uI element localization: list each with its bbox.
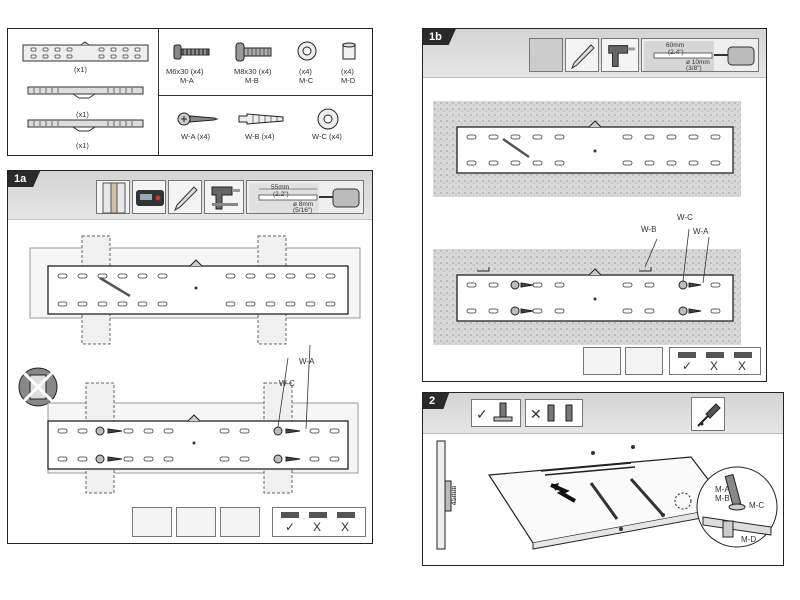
arm-left-qty: (x1) <box>76 110 89 119</box>
check-no-1b: X <box>710 359 719 373</box>
hw-m6-size: M6x30 (x4) <box>166 67 204 76</box>
hw-washer-code: M-C <box>299 76 314 85</box>
step-1a-sub3 <box>220 507 260 537</box>
step-1b-tag: 1b <box>423 29 456 45</box>
drill-depth-diagram: 60mm (2.4") ø 10mm (3/8") <box>641 38 759 72</box>
callout-md-2: M-D <box>741 535 757 544</box>
callout-wc-1b: W-C <box>677 213 693 222</box>
step-1b-sub1 <box>583 347 621 375</box>
no-drywall-warning-icon <box>18 367 58 407</box>
drill-bit-1a: ø 8mm <box>293 201 314 208</box>
drill-thumb <box>204 180 244 214</box>
mini-plate <box>281 512 299 518</box>
screw-m8-icon <box>235 42 272 62</box>
concrete-wall-thumb <box>529 38 563 72</box>
callout-wa-1b: W-A <box>693 227 709 236</box>
check-no-icon: ✕ <box>530 406 542 422</box>
callout-wb-1b: W-B <box>641 225 657 234</box>
lag-screw-icon <box>177 112 219 126</box>
check-no-1b: X <box>738 359 747 373</box>
correct-bolt-thumb: ✓ <box>471 399 521 427</box>
incorrect-bolt-thumb: ✕ <box>525 399 583 427</box>
check-ok-1b: ✓ <box>682 359 693 373</box>
wall-anchor-icon <box>238 113 284 125</box>
hw-washer-size: (x4) <box>299 67 312 76</box>
parts-divider-horizontal <box>158 95 372 96</box>
step-1a-plate-check: ✓ X X <box>272 507 366 537</box>
check-ok-icon: ✓ <box>476 406 488 422</box>
large-washer-icon <box>317 108 339 130</box>
callout-mc-2: M-C <box>749 501 765 510</box>
drill-thumb <box>601 38 639 72</box>
hardware-zoom-circle <box>696 466 778 548</box>
mini-plate <box>706 352 724 358</box>
wall-plate-icon <box>22 41 149 62</box>
tv-side-view-diagram <box>436 440 456 550</box>
drill-depth-1b: 60mm <box>666 42 685 49</box>
drill-depth-diagram: 55mm (2.2") ø 8mm (5/16") <box>246 180 364 214</box>
hw-wb-label: W-B (x4) <box>245 132 275 141</box>
hw-spacer-size: (x4) <box>341 67 354 76</box>
callout-mb-2: M-B <box>715 494 730 503</box>
stud-finder-thumb <box>132 180 166 214</box>
step-1a-sub1 <box>132 507 172 537</box>
mini-plate <box>734 352 752 358</box>
callout-ma-2: M-A <box>715 485 730 494</box>
drill-bit-1b: ø 10mm <box>686 59 710 66</box>
concrete-wall-plate-diagram <box>433 101 741 197</box>
drill-bit-inch-1b: (3/8") <box>686 65 702 72</box>
side-depth-label: 45mm <box>451 485 459 506</box>
screwdriver-thumb <box>691 397 725 431</box>
hw-m6-code: M-A <box>180 76 194 85</box>
step-1a-sub2 <box>176 507 216 537</box>
mini-plate <box>678 352 696 358</box>
check-no-1a: X <box>341 520 350 534</box>
check-ok-1a: ✓ <box>285 520 296 534</box>
screw-m6-icon <box>173 44 210 60</box>
pencil-thumb <box>168 180 202 214</box>
parts-panel: (x1) (x1) (x1) M6x30 (x4) M-A M8x30 (x4)… <box>7 28 373 156</box>
stud-wall-plate-diagram <box>29 235 361 345</box>
tv-back-bracket-diagram <box>487 445 731 550</box>
pencil-thumb <box>565 38 599 72</box>
spacer-icon <box>342 42 356 60</box>
callout-wa-1a: W-A <box>299 357 315 366</box>
step-2-panel: 2 ✓ ✕ 45mm M-A M-B M-C M-D <box>422 392 784 566</box>
drill-depth-inch-1b: (2.4") <box>668 49 684 56</box>
vertical-arm-icon <box>27 119 144 132</box>
step-1a-tag: 1a <box>8 171 41 187</box>
callout-wc-1a: W-C <box>279 379 295 388</box>
mini-plate <box>337 512 355 518</box>
parts-divider-vertical <box>158 29 159 155</box>
step-1b-sub2 <box>625 347 663 375</box>
drill-bit-inch-1a: (5/16") <box>293 207 313 214</box>
step-2-tag: 2 <box>423 393 450 409</box>
hw-m8-size: M8x30 (x4) <box>234 67 272 76</box>
step-1b-plate-check: ✓ X X <box>669 347 761 375</box>
wall-plate-qty: (x1) <box>74 65 87 74</box>
step-1b-panel: 1b 60mm (2.4") ø 10mm (3/8") <box>422 28 767 382</box>
hw-wa-label: W-A (x4) <box>181 132 211 141</box>
arm-right-qty: (x1) <box>76 141 89 150</box>
washer-icon <box>297 41 317 61</box>
hw-spacer-code: M-D <box>341 76 356 85</box>
stud-wall-plate-installed-diagram <box>47 344 359 494</box>
drill-depth-1a: 55mm <box>271 184 290 191</box>
step-1a-panel: 1a 55mm (2.2") ø 8mm (5/16") <box>7 170 373 544</box>
hw-wc-label: W-C (x4) <box>312 132 342 141</box>
check-no-1a: X <box>313 520 322 534</box>
hw-m8-code: M-B <box>245 76 259 85</box>
wood-stud-wall-thumb <box>96 180 130 214</box>
vertical-arm-icon <box>27 86 144 99</box>
concrete-wall-plate-installed-diagram <box>433 228 741 345</box>
mini-plate <box>309 512 327 518</box>
drill-depth-inch-1a: (2.2") <box>273 191 289 198</box>
